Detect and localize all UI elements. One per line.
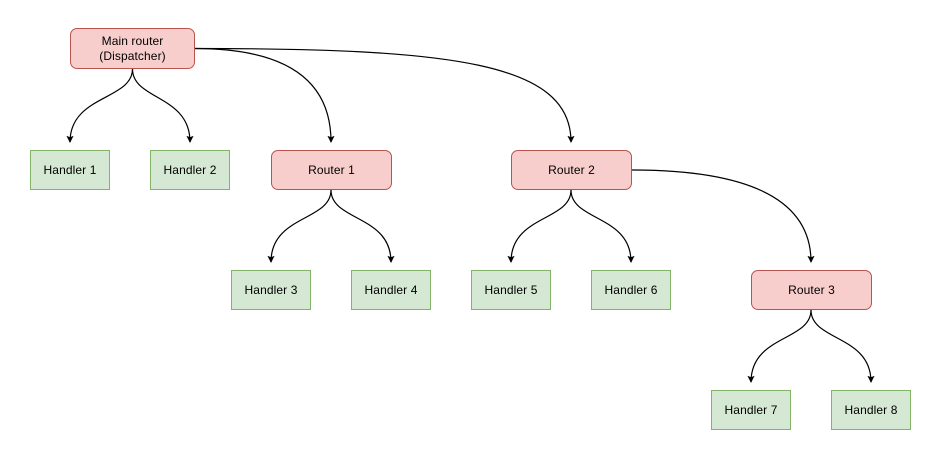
node-router-3[interactable]: Router 3 (751, 270, 872, 310)
edge-router-2-to-handler-6 (570, 189, 635, 263)
edge-router-3-to-handler-8 (810, 309, 875, 383)
edge-router-1-to-handler-3 (267, 189, 332, 263)
edge-main-router-to-router-2 (194, 47, 575, 143)
node-handler-3[interactable]: Handler 3 (231, 270, 311, 310)
node-label-handler-2: Handler 2 (163, 162, 217, 177)
node-router-2[interactable]: Router 2 (511, 150, 632, 190)
node-label-main-router: Main router (Dispatcher) (99, 33, 166, 63)
edge-router-3-to-handler-7 (747, 309, 812, 383)
node-handler-1[interactable]: Handler 1 (30, 150, 110, 190)
node-label-handler-4: Handler 4 (364, 282, 418, 297)
node-label-router-2: Router 2 (548, 162, 595, 177)
node-label-handler-7: Handler 7 (724, 402, 778, 417)
node-label-router-1: Router 1 (308, 162, 355, 177)
edges-group (66, 47, 875, 383)
node-label-handler-3: Handler 3 (244, 282, 298, 297)
node-handler-5[interactable]: Handler 5 (471, 270, 551, 310)
node-label-handler-1: Handler 1 (43, 162, 97, 177)
edge-main-router-to-handler-1 (66, 68, 134, 143)
node-handler-7[interactable]: Handler 7 (711, 390, 791, 430)
node-handler-8[interactable]: Handler 8 (831, 390, 911, 430)
node-label-handler-5: Handler 5 (484, 282, 538, 297)
node-label-handler-6: Handler 6 (604, 282, 658, 297)
edge-router-2-to-handler-5 (507, 189, 572, 263)
node-handler-6[interactable]: Handler 6 (591, 270, 671, 310)
edge-router-2-to-router-3 (631, 169, 815, 263)
node-label-handler-8: Handler 8 (844, 402, 898, 417)
node-label-router-3: Router 3 (788, 282, 835, 297)
edge-main-router-to-handler-2 (131, 68, 194, 143)
node-handler-2[interactable]: Handler 2 (150, 150, 230, 190)
edge-main-router-to-router-1 (194, 47, 335, 143)
node-handler-4[interactable]: Handler 4 (351, 270, 431, 310)
edge-router-1-to-handler-4 (330, 189, 395, 263)
node-main-router[interactable]: Main router (Dispatcher) (70, 28, 195, 69)
node-router-1[interactable]: Router 1 (271, 150, 392, 190)
